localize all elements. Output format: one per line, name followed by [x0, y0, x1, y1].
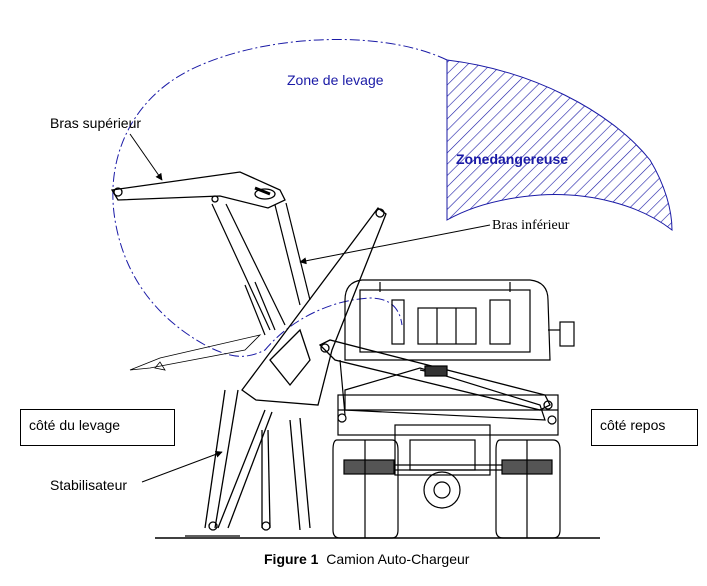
bras-superieur-label: Bras supérieur [50, 115, 142, 131]
upper-arm-struts [211, 202, 311, 336]
stabilisateur-label: Stabilisateur [50, 477, 128, 493]
figure-caption: Figure 1 Camion Auto-Chargeur [264, 551, 469, 567]
truck-cab [344, 279, 575, 361]
figure-number: Figure 1 [264, 551, 319, 567]
zone-dangereuse-label: Zonedangereuse [456, 151, 569, 167]
leader-lines [129, 133, 491, 483]
cote-levage-box: côté du levage [20, 409, 175, 446]
lower-arm [241, 207, 553, 411]
bras-inferieur-label: Bras inférieur [492, 218, 570, 233]
upper-arm [110, 171, 286, 209]
danger-zone [446, 59, 673, 232]
truck-chassis [337, 394, 559, 509]
zone-levage-label: Zone de levage [287, 72, 384, 88]
cote-repos-box: côté repos [591, 409, 698, 446]
lifting-zone-outline [112, 39, 448, 357]
hydraulic-cylinders [337, 359, 557, 425]
stabilizer [185, 389, 311, 537]
folded-arm-ghost [129, 334, 262, 371]
figure-title: Camion Auto-Chargeur [326, 551, 470, 567]
truck-wheels [332, 439, 561, 539]
